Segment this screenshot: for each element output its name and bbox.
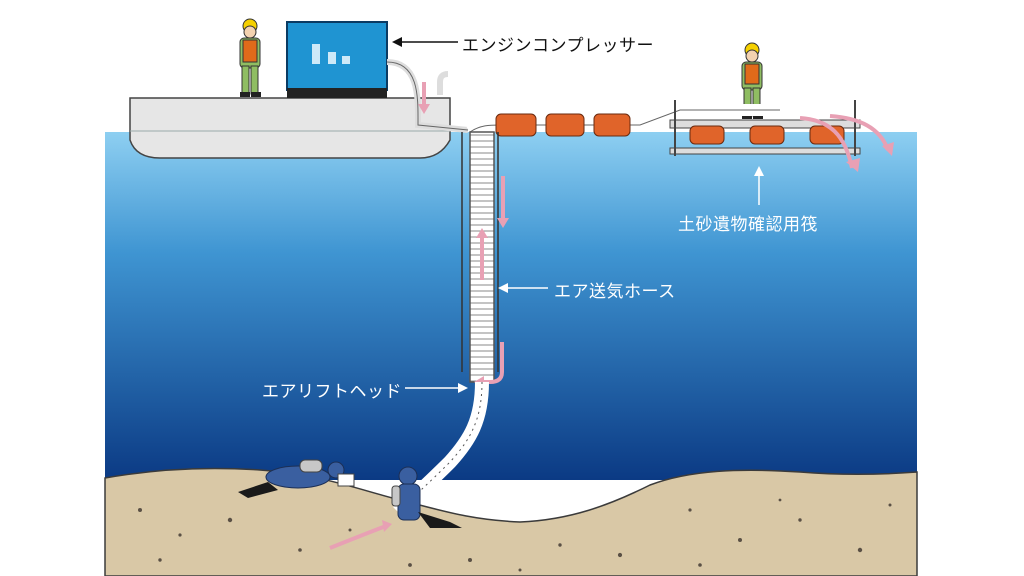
callout-arrows bbox=[392, 37, 764, 393]
flow-arrow-icon bbox=[799, 114, 890, 169]
seabed-pebbles bbox=[138, 498, 892, 572]
worker-icon bbox=[741, 42, 763, 119]
floating-hose bbox=[466, 104, 780, 138]
diver-icon bbox=[391, 466, 462, 528]
label-airlift-head: エアリフトヘッド bbox=[262, 382, 402, 402]
label-engine-compressor: エンジンコンプレッサー bbox=[462, 36, 654, 56]
raft bbox=[669, 100, 861, 156]
label-air-hose: エア送気ホース bbox=[554, 282, 676, 302]
label-sediment-raft: 土砂遺物確認用筏 bbox=[678, 215, 818, 235]
seabed bbox=[104, 467, 918, 576]
worker-icon bbox=[239, 18, 261, 97]
water bbox=[105, 130, 917, 480]
exhaust-pipe bbox=[437, 71, 449, 95]
barge bbox=[129, 97, 451, 159]
compressor-icon bbox=[286, 21, 388, 98]
flow-arrow-icon bbox=[329, 524, 387, 550]
diver-icon bbox=[238, 459, 355, 498]
airlift-pipe bbox=[461, 131, 499, 383]
